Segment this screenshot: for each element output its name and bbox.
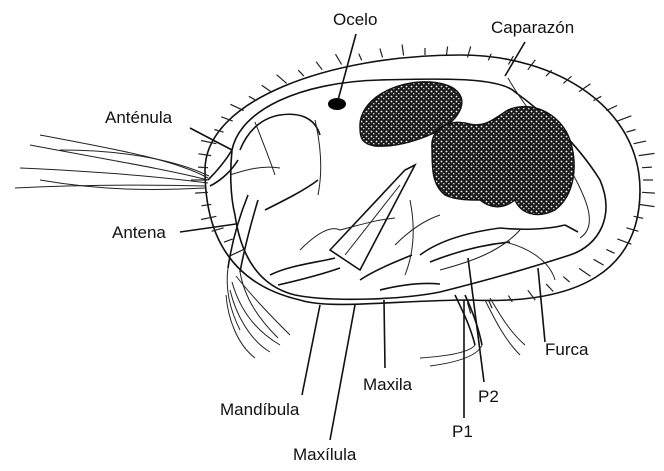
carapace-bristle [634, 141, 647, 144]
carapace-bristle [316, 62, 322, 70]
carapace-bristle [642, 167, 652, 168]
carapace-bristle [195, 192, 208, 193]
label-maxila: Maxila [363, 375, 413, 394]
leader-p2 [468, 258, 484, 382]
leader-maxila [384, 300, 385, 368]
carapace-bristle [579, 268, 590, 276]
carapace-bristle [277, 75, 287, 84]
label-antenula: Anténula [105, 108, 173, 127]
carapace-bristle [639, 204, 655, 206]
carapace-bristle [626, 228, 638, 232]
carapace-bristle [639, 153, 655, 155]
leader-antena [180, 224, 236, 232]
label-ocelo: Ocelo [333, 10, 377, 29]
label-mandibula: Mandíbula [220, 400, 300, 419]
label-antena: Antena [112, 223, 166, 242]
carapace-bristle [198, 167, 208, 168]
carapace-bristle [402, 45, 404, 56]
carapace-bristle [249, 96, 257, 100]
carapace-bristle [380, 49, 383, 58]
carapace-bristle [634, 216, 644, 218]
labels: Ocelo Caparazón Anténula Antena Mandíbul… [105, 10, 589, 464]
label-p2: P2 [478, 387, 499, 406]
carapace-bristle [626, 130, 635, 133]
leader-antenula [190, 128, 232, 150]
carapace-bristle [508, 296, 512, 303]
carapace-bristle [606, 249, 614, 253]
label-p1: P1 [452, 422, 473, 441]
carapace-bristle [230, 249, 243, 255]
carapace-bristle [262, 85, 271, 91]
carapace-bristle [563, 277, 569, 282]
leader-furca [538, 268, 545, 342]
carapace-bristle [298, 70, 304, 76]
carapace-bristle [359, 54, 362, 61]
carapace-bristle [546, 284, 553, 292]
carapace-bristle [446, 47, 447, 56]
carapace-bristle [201, 216, 216, 219]
carapace-bristle [594, 259, 604, 265]
carapace-bristle [198, 154, 211, 156]
leader-maxilula [330, 305, 355, 440]
carapace-bristle [617, 116, 631, 121]
carapace-bristle [642, 192, 655, 193]
label-furca: Furca [545, 340, 589, 359]
carapace-bristle [336, 54, 342, 64]
carapace-bristle [224, 239, 233, 242]
label-caparazon: Caparazón [491, 18, 574, 37]
leader-mandibula [302, 305, 320, 395]
leader-ocelo [338, 34, 356, 100]
label-maxilula: Maxílula [293, 445, 357, 464]
ocellus-eye [328, 98, 346, 110]
carapace-bristle [201, 204, 211, 205]
carapace-bristle [230, 104, 243, 110]
carapace-bristle [606, 106, 617, 111]
